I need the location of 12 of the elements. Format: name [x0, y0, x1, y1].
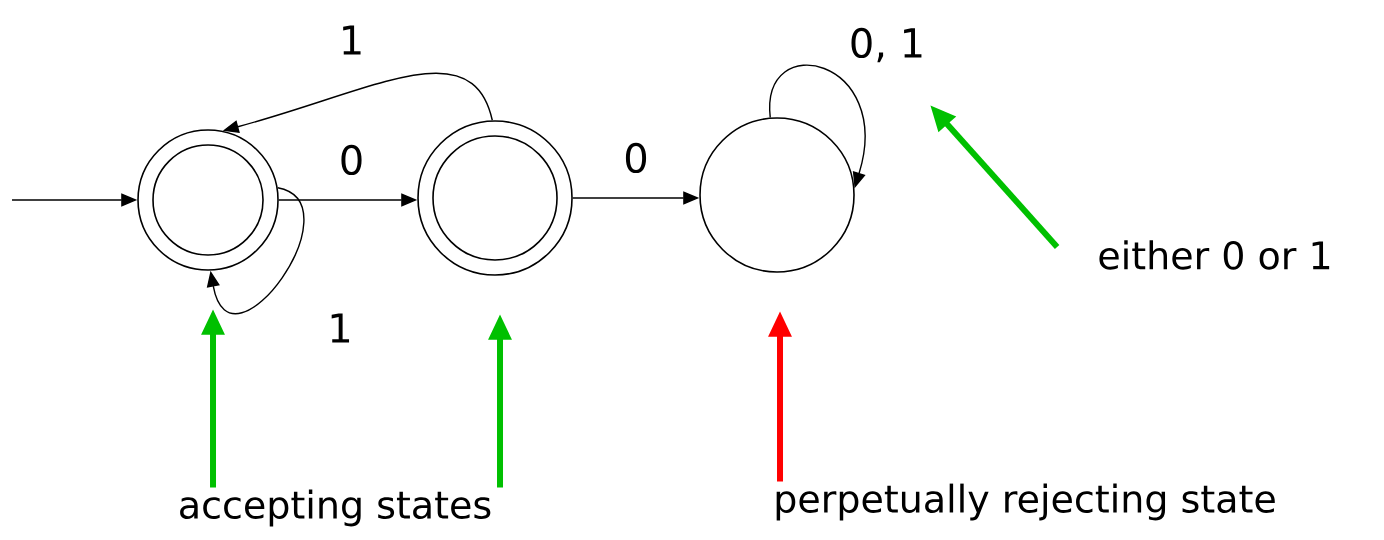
- transition-arrow: [206, 187, 305, 314]
- state-caption: accepting states: [180, 489, 491, 527]
- accepting-state-circle: [137, 129, 279, 271]
- edge-label: 1: [337, 24, 366, 56]
- edge-label: 0, 1: [847, 26, 927, 64]
- accepting-state-circle: [417, 120, 573, 276]
- edge-label: 0: [622, 141, 650, 175]
- edge-label: 1: [326, 312, 354, 344]
- state-caption: perpetually rejecting state: [776, 483, 1275, 521]
- state-caption: either 0 or 1: [1099, 240, 1330, 270]
- state-circle: [699, 117, 855, 273]
- edge-label: 0: [337, 143, 366, 177]
